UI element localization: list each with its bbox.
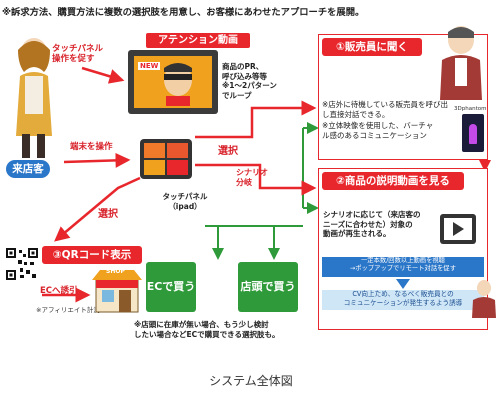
operate-label: 端末を操作 [70,142,113,152]
attention-title: アテンション動画 [146,33,250,48]
shop-sign-label: SHOP [106,268,125,275]
touch-prompt-label: タッチパネル 操作を促す [52,44,104,64]
salesperson-icon [440,26,482,100]
section1-description: ※店外に待機している販売員を呼び出 し直接対話できる。 ※立体映像を使用した、バ… [322,100,449,140]
scenario-label: シナリオ 分岐 [236,168,268,187]
shop-icon [92,270,142,313]
section3-title: ③QRコード表示 [42,246,142,264]
tablet-device [140,139,192,179]
figure-caption: システム全体図 [209,374,293,388]
section2-note-cv: CV向上ため、なるべく販売員との コミュニケーションが発生するよう誘導 [322,290,484,310]
phantom-device: 3Dphantom [454,106,486,152]
store-purchase-box: 店頭で買う [238,262,298,312]
header-note: ※訴求方法、購買方法に複数の選択肢を用意し、お客様にあわせたアプローチを展開。 [2,7,365,18]
attention-description: 商品のPR、 呼び込み等等 ※1～2パターン でループ [222,62,277,100]
select-label-top: 選択 [218,146,238,157]
phantom-brand-label: 3Dphantom [454,106,487,112]
play-icon [453,222,464,236]
tablet-screen [144,143,188,175]
customer-figure [16,38,52,158]
section2-title: ②商品の説明動画を見る [322,172,464,190]
ec-purchase-box: ECで買う [146,262,196,312]
store-staff-icon [472,280,496,318]
qr-code-icon [6,248,38,280]
select-label-bottom: 選択 [98,209,118,220]
presenter-face-icon [164,63,192,106]
purchase-note: ※店頭に在庫が無い場合、もう少し検討 したい場合などECで購買できる選択肢も。 [134,320,280,339]
down-arrow-icon [396,279,410,289]
attention-video-panel: NEW [128,50,218,114]
hologram-figure-icon [469,124,477,144]
customer-label: 来店客 [6,160,50,178]
affiliate-note: ※アフィリエイト計測 [36,306,100,314]
video-player-icon [440,214,476,244]
section2-description: シナリオに応じて（来店客の ニーズに合わせた）対象の 動画が再生される。 [323,210,421,238]
video-thumbnail: NEW [134,56,212,108]
ec-link-label: ECへ誘引 [40,286,78,296]
new-badge: NEW [138,62,161,70]
section2-note-popup: 一定本数/回数以上動画を視聴 →ポップアップでリモート対話を促す [322,257,484,277]
section1-title: ①販売員に聞く [322,38,422,56]
tablet-label: タッチパネル （ipad） [162,192,208,211]
